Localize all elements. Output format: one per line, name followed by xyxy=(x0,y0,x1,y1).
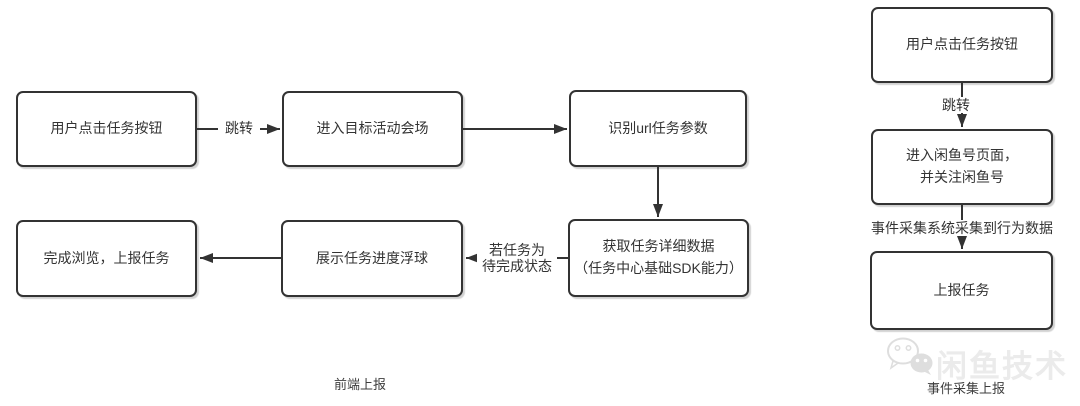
node-event-user-click-task-button: 用户点击任务按钮 xyxy=(871,7,1053,83)
edge-label-event-collect-behavior: 事件采集系统采集到行为数据 xyxy=(865,220,1059,237)
node-event-report-task: 上报任务 xyxy=(870,251,1053,330)
wechat-icon xyxy=(887,337,933,375)
watermark-xianyu-tech: 闲鱼技术 xyxy=(936,349,1068,384)
node-parse-url-task-params: 识别url任务参数 xyxy=(569,90,747,167)
node-fetch-task-detail: 获取任务详细数据 （任务中心基础SDK能力） xyxy=(568,219,749,297)
edge-label-if-task-pending: 若任务为 待完成状态 xyxy=(477,242,557,275)
node-user-click-task-button: 用户点击任务按钮 xyxy=(16,91,197,167)
node-finish-browse-report: 完成浏览，上报任务 xyxy=(16,220,197,297)
node-enter-xianyu-page-follow: 进入闲鱼号页面， 并关注闲鱼号 xyxy=(871,129,1053,205)
edge-label-event-jump: 跳转 xyxy=(935,97,977,114)
caption-event-collect-report: 事件采集上报 xyxy=(926,381,1005,396)
edge-label-jump: 跳转 xyxy=(218,120,260,137)
node-enter-activity-venue: 进入目标活动会场 xyxy=(282,91,463,167)
caption-frontend-report: 前端上报 xyxy=(333,377,386,392)
node-show-progress-floatball: 展示任务进度浮球 xyxy=(281,220,463,297)
